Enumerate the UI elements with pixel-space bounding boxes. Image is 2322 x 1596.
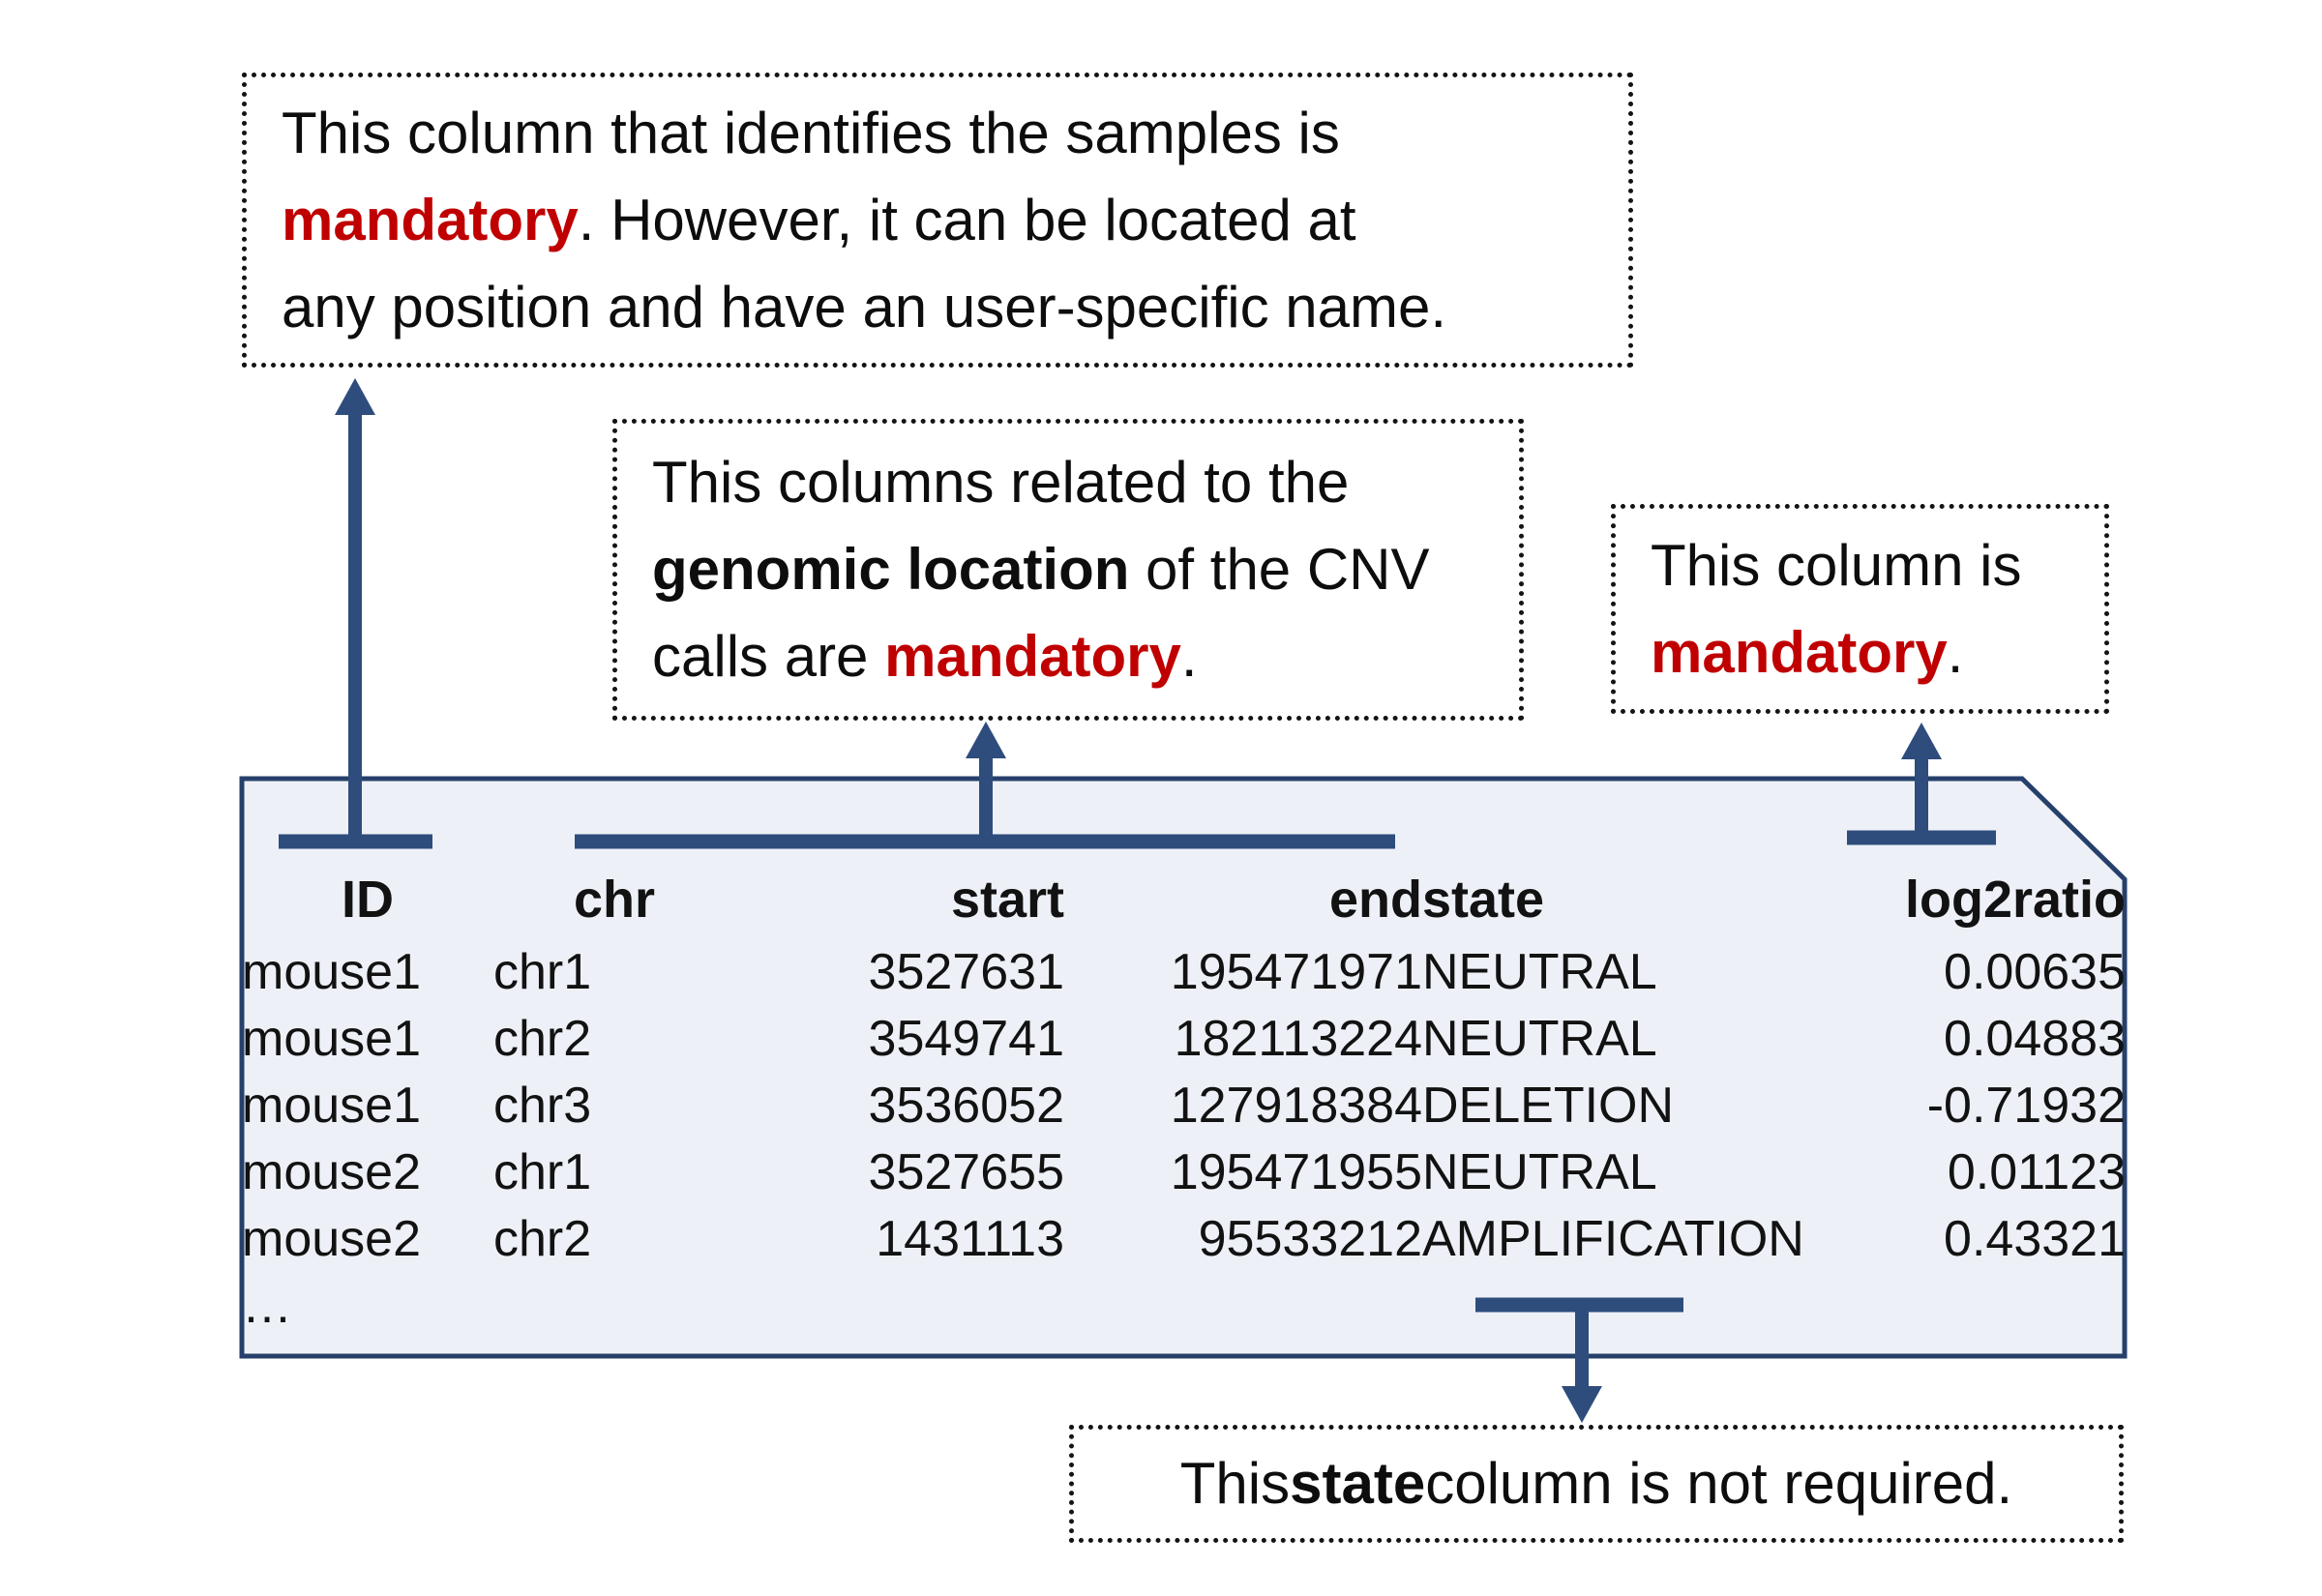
note-line: mandatory. However, it can be located at	[282, 177, 1593, 264]
col-header-log2ratio: log2ratio	[1904, 871, 2126, 929]
cell-log2ratio: 0.43321	[1944, 1210, 2126, 1267]
cell-start: 1431113	[876, 1210, 1064, 1267]
note-text: This column that identifies the samples …	[282, 100, 1340, 165]
note-text: This columns related to the	[652, 450, 1350, 515]
cell-start: 3527631	[868, 943, 1064, 1000]
note-text: calls are	[652, 624, 885, 689]
arrowhead-up-icon	[335, 378, 375, 415]
cell-chr: chr3	[493, 1077, 592, 1134]
table-row: mouse1 chr2 3549741 182113224 NEUTRAL 0.…	[242, 1005, 2126, 1072]
note-line: This columns related to the	[652, 439, 1484, 526]
col-header-end: end	[1328, 871, 1422, 929]
cell-start: 3536052	[868, 1077, 1064, 1134]
arrowhead-up-icon	[1901, 723, 1942, 759]
arrowhead-down-icon	[1562, 1386, 1602, 1423]
cell-chr: chr2	[493, 1010, 592, 1067]
cell-chr: chr1	[493, 1143, 592, 1200]
col-header-id: ID	[342, 871, 394, 929]
cell-log2ratio: -0.71932	[1926, 1077, 2126, 1134]
table-row-ellipsis: …	[242, 1272, 2126, 1339]
cell-state: NEUTRAL	[1422, 1143, 1657, 1200]
note-text-mandatory: mandatory	[1651, 619, 1948, 685]
header-row: ID chr start end state log2ratio	[242, 861, 2126, 938]
table-row: mouse2 chr2 1431113 95533212 AMPLIFICATI…	[242, 1205, 2126, 1272]
cnv-table: ID chr start end state log2ratio mouse1 …	[242, 861, 2126, 1339]
arrow-log2ratio-column	[1847, 723, 1996, 845]
cell-end: 95533212	[1198, 1210, 1422, 1267]
cell-end: 127918384	[1170, 1077, 1422, 1134]
note-line: calls are mandatory.	[652, 613, 1484, 700]
cell-id: mouse1	[242, 943, 421, 1000]
note-text: This column is	[1651, 532, 2022, 598]
cell-chr: chr2	[493, 1210, 592, 1267]
cell-end: 195471955	[1170, 1143, 1422, 1200]
cell-id: mouse2	[242, 1210, 421, 1267]
col-header-chr: chr	[573, 871, 656, 929]
note-text-bold: state	[1290, 1451, 1426, 1516]
note-text: any position and have an user-specific n…	[282, 274, 1447, 340]
empty-cell	[493, 1272, 2126, 1339]
cell-chr: chr1	[493, 943, 592, 1000]
cell-log2ratio: 0.04883	[1944, 1010, 2126, 1067]
note-text: of the CNV	[1129, 537, 1430, 602]
cell-state: NEUTRAL	[1422, 943, 1657, 1000]
note-text-mandatory: mandatory	[884, 624, 1181, 689]
cell-start: 3549741	[868, 1010, 1064, 1067]
table-row: mouse2 chr1 3527655 195471955 NEUTRAL 0.…	[242, 1138, 2126, 1205]
cell-state: NEUTRAL	[1422, 1010, 1657, 1067]
table-row: mouse1 chr1 3527631 195471971 NEUTRAL 0.…	[242, 938, 2126, 1005]
arrow-genomic-columns	[575, 722, 1395, 849]
arrow-state-column	[1475, 1297, 1683, 1423]
note-text: column is not required.	[1425, 1451, 2013, 1516]
note-line: This column is	[1651, 522, 2069, 609]
note-text: . However, it can be located at	[578, 187, 1356, 252]
note-line: This column that identifies the samples …	[282, 90, 1593, 177]
note-text-mandatory: mandatory	[282, 187, 579, 252]
col-header-start: start	[950, 871, 1064, 929]
note-text-bold: genomic location	[652, 537, 1130, 602]
note-sample-id-column: This column that identifies the samples …	[242, 73, 1633, 368]
cell-state: DELETION	[1422, 1077, 1675, 1134]
col-header-state: state	[1422, 871, 1545, 929]
cell-start: 3527655	[868, 1143, 1064, 1200]
cell-id: mouse1	[242, 1010, 421, 1067]
cell-log2ratio: 0.00635	[1944, 943, 2126, 1000]
arrowhead-up-icon	[966, 722, 1006, 758]
note-genomic-location-columns: This columns related to the genomic loca…	[612, 419, 1524, 721]
table-row: mouse1 chr3 3536052 127918384 DELETION -…	[242, 1072, 2126, 1138]
note-line: any position and have an user-specific n…	[282, 264, 1593, 351]
table-panel-shape	[239, 776, 2128, 1359]
cell-id: mouse1	[242, 1077, 421, 1134]
cell-id: mouse2	[242, 1143, 421, 1200]
ellipsis-cell: …	[242, 1277, 292, 1334]
note-text: .	[1947, 619, 1964, 685]
note-line: mandatory.	[1651, 609, 2069, 696]
cell-end: 182113224	[1174, 1010, 1422, 1067]
note-text: This	[1179, 1451, 1291, 1516]
cell-state: AMPLIFICATION	[1422, 1210, 1804, 1267]
arrow-id-column	[279, 378, 432, 849]
note-line: genomic location of the CNV	[652, 526, 1484, 613]
cell-end: 195471971	[1170, 943, 1422, 1000]
note-text: .	[1180, 624, 1198, 689]
cell-log2ratio: 0.01123	[1947, 1143, 2126, 1200]
note-state-column: This state column is not required.	[1069, 1425, 2124, 1543]
note-log2ratio-column: This column is mandatory.	[1611, 504, 2109, 714]
